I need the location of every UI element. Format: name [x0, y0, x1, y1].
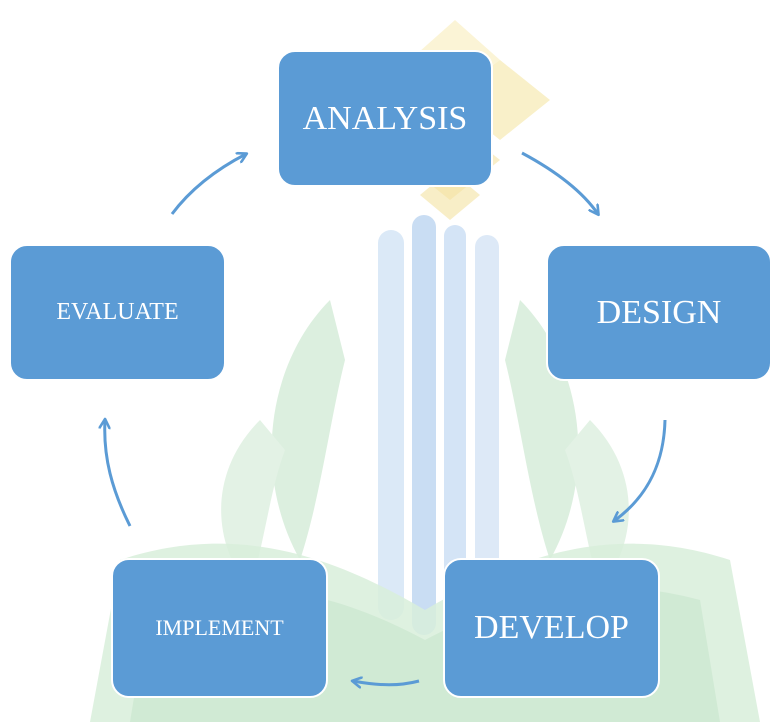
- arrow-analysis-to-design: [521, 151, 598, 214]
- stage-analysis-label: ANALYSIS: [302, 99, 468, 137]
- arrow-develop-to-implement: [353, 681, 420, 685]
- stage-analysis: ANALYSIS: [277, 50, 493, 187]
- stage-implement-label: IMPLEMENT: [155, 615, 284, 640]
- stage-develop: DEVELOP: [443, 558, 660, 698]
- arrow-evaluate-to-analysis: [170, 154, 246, 215]
- stage-evaluate: EVALUATE: [9, 244, 226, 381]
- arrow-implement-to-evaluate: [105, 420, 132, 527]
- arrow-design-to-develop: [614, 419, 667, 521]
- stage-evaluate-label: EVALUATE: [56, 299, 179, 325]
- stage-design-label: DESIGN: [596, 293, 722, 331]
- stage-implement: IMPLEMENT: [111, 558, 328, 698]
- stage-develop-label: DEVELOP: [474, 609, 629, 646]
- stage-design: DESIGN: [546, 244, 772, 381]
